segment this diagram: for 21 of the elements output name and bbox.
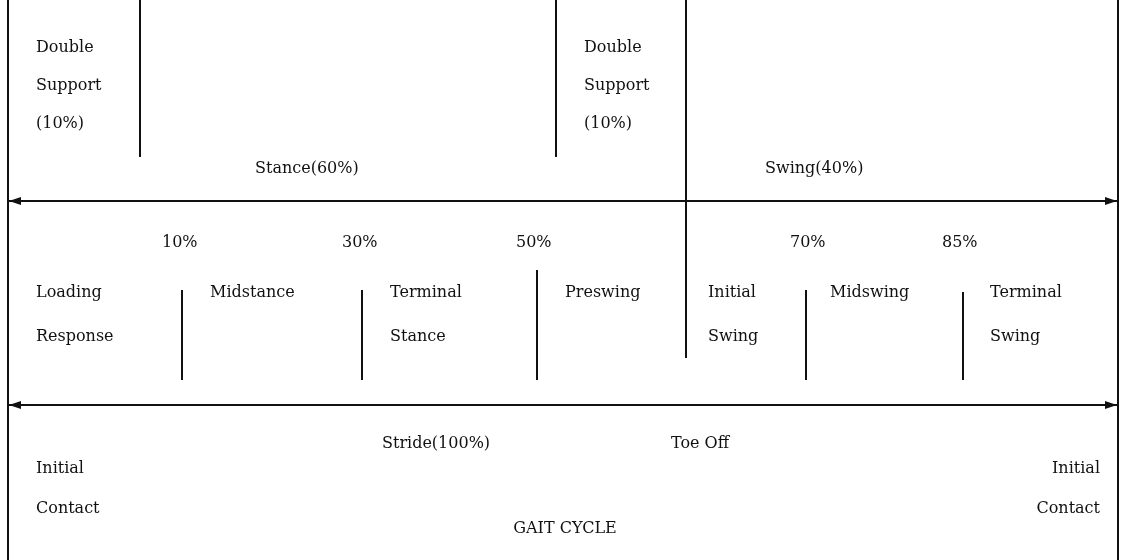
phase-label: Terminal Swing bbox=[990, 281, 1063, 347]
phase-label: 70% bbox=[790, 231, 827, 253]
phase-label: 50% bbox=[516, 231, 553, 253]
phase-label: 85% bbox=[942, 231, 979, 253]
phase-label: Initial Contact bbox=[1035, 457, 1100, 519]
phase-label: Midswing bbox=[830, 281, 911, 303]
phase-label: Stride(100%) bbox=[382, 432, 492, 454]
diagram-title: GAIT CYCLE bbox=[512, 518, 618, 537]
phase-label: Midstance bbox=[210, 281, 296, 303]
phase-label: Loading Response bbox=[36, 281, 115, 347]
phase-label: 10% bbox=[162, 231, 199, 253]
phase-label: Double Support (10%) bbox=[36, 36, 103, 134]
phase-label: Terminal Stance bbox=[390, 281, 463, 347]
phase-label: 30% bbox=[342, 231, 379, 253]
phase-label: Preswing bbox=[565, 281, 642, 303]
phase-label: Swing(40%) bbox=[765, 157, 865, 179]
phase-label: Initial Swing bbox=[708, 281, 760, 347]
phase-label: Initial Contact bbox=[36, 457, 101, 519]
phase-label: Double Support (10%) bbox=[584, 36, 651, 134]
phase-label: Stance(60%) bbox=[255, 157, 360, 179]
phase-label: Toe Off bbox=[671, 432, 731, 454]
